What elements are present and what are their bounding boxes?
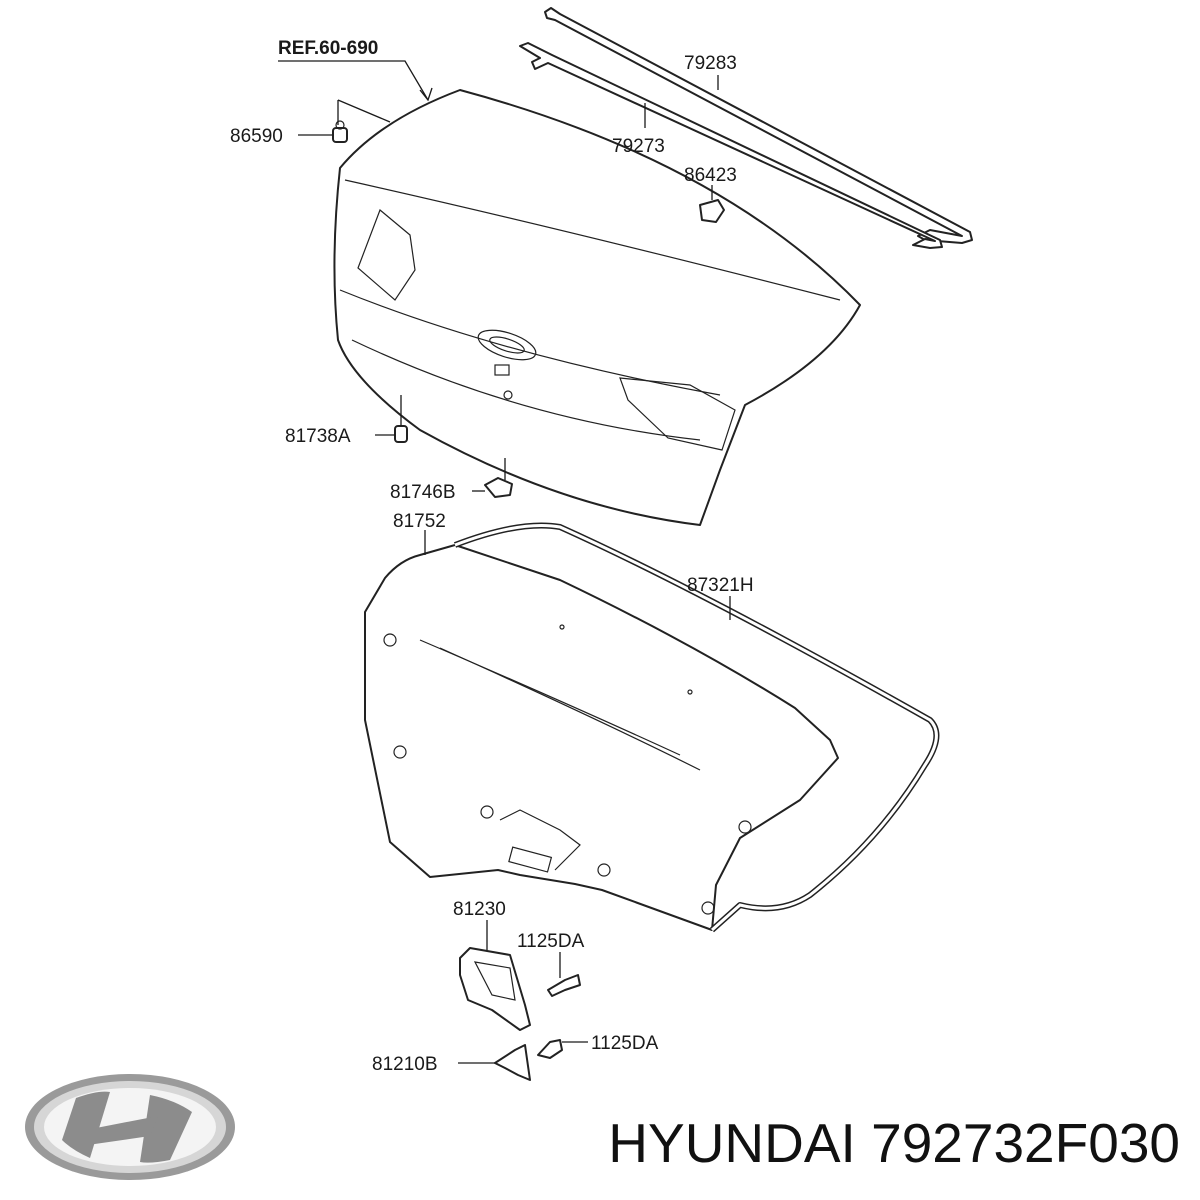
label-86423: 86423 xyxy=(684,165,737,186)
bumper-81738A xyxy=(394,425,408,443)
label-87321H: 87321H xyxy=(687,575,754,596)
support-rod-79273 xyxy=(519,42,943,249)
leader-lines xyxy=(278,60,731,1064)
trunk-trim-panel xyxy=(364,544,839,931)
latch-81230 xyxy=(459,947,531,1031)
label-86590: 86590 xyxy=(230,126,283,147)
clip-86423 xyxy=(699,199,725,223)
striker-81210B xyxy=(494,1044,531,1081)
bolt-1125DA-upper xyxy=(547,974,581,997)
label-79283: 79283 xyxy=(684,53,737,74)
label-81230: 81230 xyxy=(453,899,506,920)
ref-label: REF.60-690 xyxy=(278,38,378,59)
label-81746B: 81746B xyxy=(390,482,456,503)
trunk-lid xyxy=(333,89,861,526)
label-1125DA-upper: 1125DA xyxy=(517,931,585,952)
label-81738A: 81738A xyxy=(285,426,351,447)
bracket-81746B xyxy=(484,477,513,498)
weatherstrip-87321H xyxy=(453,522,940,933)
label-81210B: 81210B xyxy=(372,1054,438,1075)
part-number-caption: HYUNDAI 792732F030 xyxy=(608,1112,1180,1174)
label-79273: 79273 xyxy=(612,136,665,157)
label-1125DA-lower: 1125DA xyxy=(591,1033,659,1054)
hyundai-logo xyxy=(25,1074,235,1180)
label-81752: 81752 xyxy=(393,511,446,532)
clip-86590 xyxy=(332,120,348,143)
bolt-1125DA-lower xyxy=(537,1039,563,1059)
